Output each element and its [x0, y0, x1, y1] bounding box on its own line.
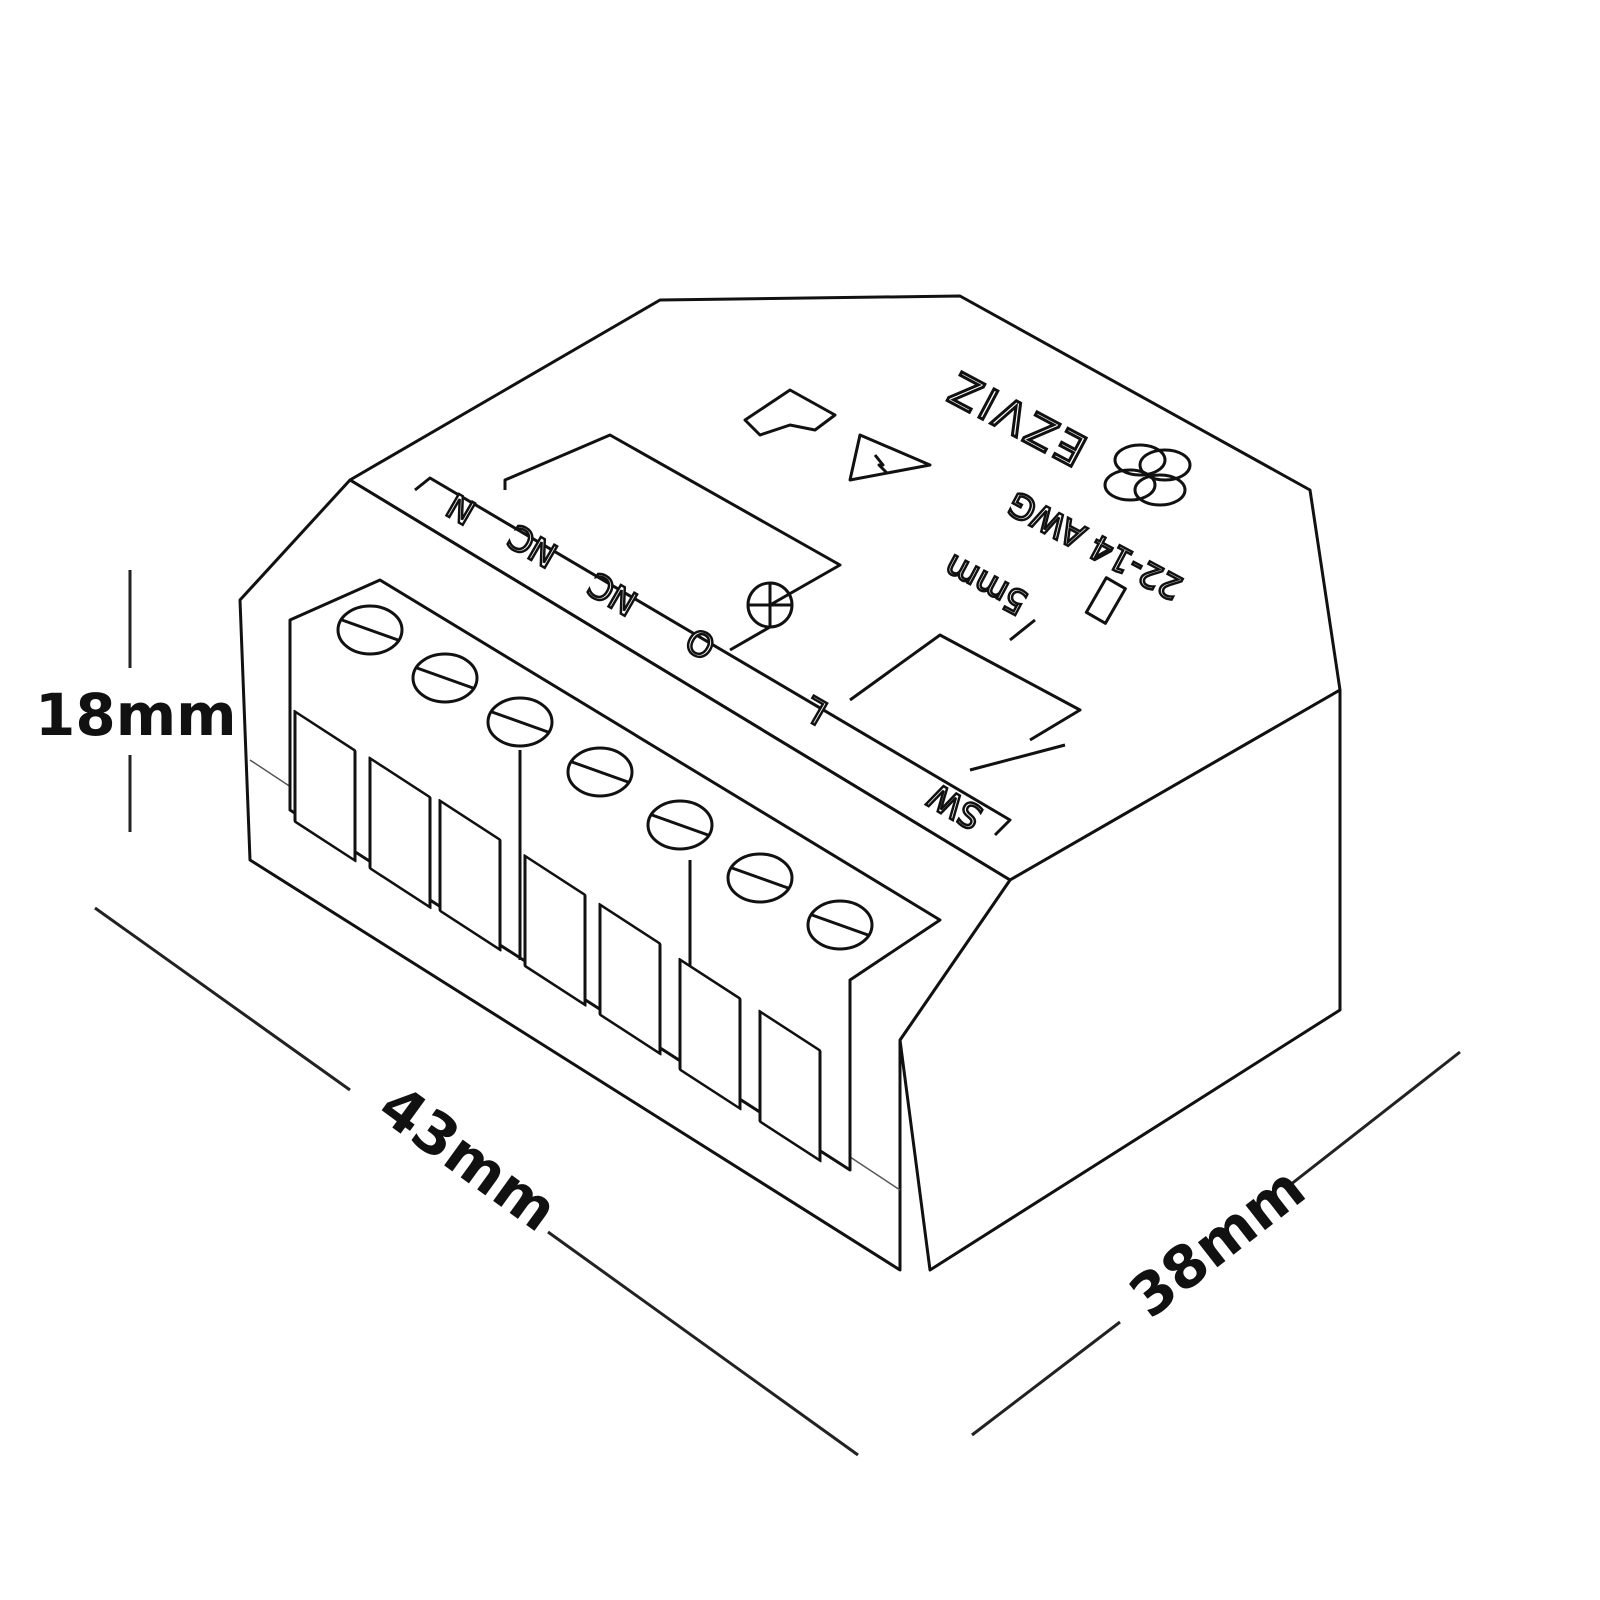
length-dimension-line: [547, 1230, 859, 1457]
ezviz-logo-icon: [1103, 443, 1192, 507]
strip-length-icon: [1009, 576, 1127, 642]
height-dimension-label: 18mm: [35, 681, 237, 749]
wiring-schematic: [414, 433, 1082, 837]
right-side-face: [898, 688, 1342, 1272]
warning-triangle-icon: [848, 433, 932, 482]
length-dimension-line: [94, 906, 351, 1092]
terminal-screws: [336, 604, 874, 951]
length-dimension-label: 43mm: [367, 1071, 570, 1245]
width-dimension-line: [971, 1320, 1121, 1437]
width-dimension-line: [1289, 1050, 1461, 1187]
width-dimension-label: 38mm: [1117, 1153, 1318, 1331]
house-icon: [743, 388, 837, 437]
wire-openings: [293, 709, 822, 1163]
